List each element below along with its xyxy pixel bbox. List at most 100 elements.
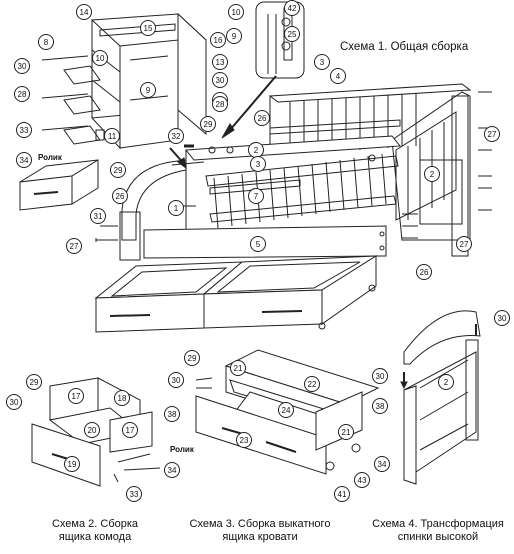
- callout-number: 19: [68, 460, 77, 469]
- callout-number: 29: [114, 166, 123, 175]
- callout-circle: [110, 162, 126, 178]
- roller-label: Ролик: [170, 445, 195, 454]
- callout-number: 30: [18, 62, 27, 71]
- callout-circle: [76, 4, 92, 20]
- callout-number: 2: [444, 378, 449, 387]
- caption-scheme-3-line-2: ящика кровати: [222, 531, 298, 543]
- callout-number: 27: [488, 130, 497, 139]
- callout-circle: [254, 110, 270, 126]
- callout-number: 27: [460, 240, 469, 249]
- caption-scheme-2-line-2: ящика комода: [58, 531, 132, 543]
- callout-number: 30: [10, 398, 19, 407]
- callout-circle: [416, 264, 432, 280]
- callout-number: 24: [282, 406, 291, 415]
- callout-number: 3: [320, 58, 325, 67]
- callout-number: 16: [214, 36, 223, 45]
- callout-circle: [64, 456, 80, 472]
- caption-scheme-4: Схема 4. Трансформация спинки высокой: [364, 518, 512, 544]
- callout-circle: [140, 20, 156, 36]
- caption-scheme-4-line-1: Схема 4. Трансформация: [372, 518, 504, 530]
- callout-number: 3: [256, 160, 261, 169]
- callout-number: 7: [254, 192, 259, 201]
- callout-circle: [164, 406, 180, 422]
- callout-circle: [278, 402, 294, 418]
- callout-number: 9: [146, 86, 151, 95]
- callout-number: 8: [44, 38, 49, 47]
- bed-drawer: [195, 349, 380, 475]
- callout-circle: [168, 128, 184, 144]
- callout-circle: [226, 28, 242, 44]
- callout-number: 25: [288, 30, 297, 39]
- callout-circle: [126, 486, 142, 502]
- callout-number: 17: [126, 426, 135, 435]
- callout-circle: [250, 156, 266, 172]
- callout-number: 1: [174, 204, 179, 213]
- callout-number: 29: [30, 378, 39, 387]
- callout-number: 30: [376, 372, 385, 381]
- callout-number: 33: [20, 126, 29, 135]
- callout-number: 13: [216, 58, 225, 67]
- callout-number: 21: [234, 364, 243, 373]
- callout-number: 38: [376, 402, 385, 411]
- callout-circle: [212, 96, 228, 112]
- callout-circle: [122, 422, 138, 438]
- callout-circle: [200, 116, 216, 132]
- callout-number: 15: [144, 24, 153, 33]
- caption-scheme-4-line-2: спинки высокой: [397, 531, 479, 543]
- callout-circle: [212, 72, 228, 88]
- callout-circle: [104, 128, 120, 144]
- callout-circle: [14, 86, 30, 102]
- callout-circle: [314, 54, 330, 70]
- callout-circle: [66, 238, 82, 254]
- callout-circle: [284, 26, 300, 42]
- callout-circle: [210, 32, 226, 48]
- callout-number: 30: [498, 314, 507, 323]
- headboard-transform: [400, 310, 481, 485]
- callout-number: 5: [256, 240, 261, 249]
- callout-number: 31: [94, 212, 103, 221]
- bed-assembly: [94, 83, 492, 333]
- callout-circle: [334, 486, 350, 502]
- callout-circle: [424, 166, 440, 182]
- callout-number: 28: [18, 90, 27, 99]
- callout-circle: [228, 4, 244, 20]
- callout-number: 34: [168, 466, 177, 475]
- callout-circle: [140, 82, 156, 98]
- callout-circle: [212, 54, 228, 70]
- callout-circle: [438, 374, 454, 390]
- callout-circle: [26, 374, 42, 390]
- callout-number: 27: [70, 242, 79, 251]
- callout-number: 42: [288, 4, 297, 13]
- callout-circle: [16, 152, 32, 168]
- callout-number: 10: [96, 54, 105, 63]
- callout-number: 2: [430, 170, 435, 179]
- roller-label: Ролик: [38, 153, 63, 162]
- callout-circle: [168, 200, 184, 216]
- callout-circle: [284, 0, 300, 16]
- callout-number: 41: [338, 490, 347, 499]
- callout-circle: [38, 34, 54, 50]
- callout-number: 38: [168, 410, 177, 419]
- callout-circle: [484, 126, 500, 142]
- callout-circle: [6, 394, 22, 410]
- callout-number: 33: [130, 490, 139, 499]
- callout-number: 22: [308, 380, 317, 389]
- callout-number: 30: [216, 76, 225, 85]
- callout-number: 11: [108, 132, 117, 141]
- callout-circle: [236, 432, 252, 448]
- callout-number: 21: [342, 428, 351, 437]
- callout-number: 43: [358, 476, 367, 485]
- callout-circle: [168, 372, 184, 388]
- callout-circle: [248, 188, 264, 204]
- callout-circle: [354, 472, 370, 488]
- callout-circle: [68, 388, 84, 404]
- caption-scheme-2-line-1: Схема 2. Сборка: [51, 518, 139, 530]
- callout-markers: 1415816301091328301233281132293429104292…: [6, 0, 510, 502]
- callout-number: 23: [240, 436, 249, 445]
- callout-circle: [90, 208, 106, 224]
- callout-number: 17: [72, 392, 81, 401]
- callout-number: 34: [378, 460, 387, 469]
- callout-number: 10: [232, 8, 241, 17]
- callout-circle: [16, 122, 32, 138]
- callout-circle: [456, 236, 472, 252]
